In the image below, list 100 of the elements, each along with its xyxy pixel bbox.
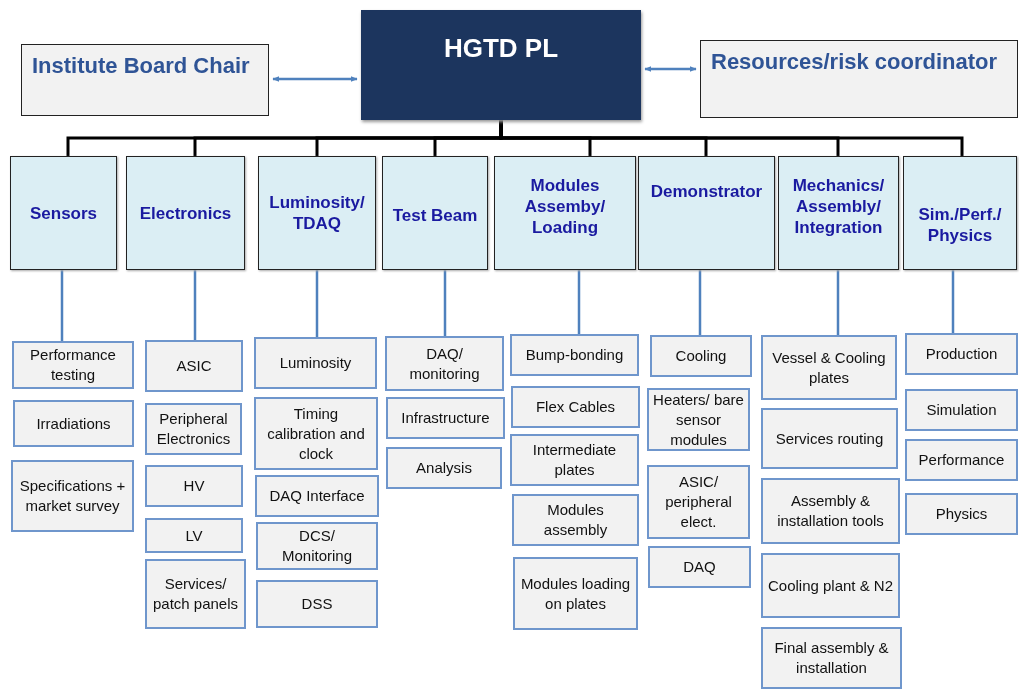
task-box xyxy=(256,522,378,570)
leader-title: HGTD PL xyxy=(443,33,559,64)
connector-line xyxy=(315,270,319,337)
task-box xyxy=(905,333,1018,375)
double-arrow xyxy=(272,76,358,82)
group-header-box xyxy=(258,156,376,270)
group-header-box xyxy=(126,156,245,270)
task-label: Services routing xyxy=(775,428,884,449)
role-title: Institute Board Chair xyxy=(32,53,250,79)
group-header-box xyxy=(382,156,488,270)
group-title: Sim./Perf./ Physics xyxy=(917,204,1003,246)
task-label: Final assembly & installation xyxy=(773,638,890,678)
task-label: Vessel & Cooling plates xyxy=(771,347,887,388)
task-box xyxy=(761,335,897,400)
group-title: Sensors xyxy=(29,202,98,224)
task-label: Simulation xyxy=(926,400,997,420)
task-label: Infrastructure xyxy=(401,408,490,428)
task-label: Performance testing xyxy=(29,345,117,385)
connector-line xyxy=(836,270,840,335)
task-box xyxy=(650,335,752,377)
group-title: Electronics xyxy=(139,202,232,224)
group-header-box xyxy=(638,156,775,270)
group-header-box xyxy=(494,156,636,270)
task-box xyxy=(905,389,1018,431)
task-box xyxy=(513,557,638,630)
double-arrow xyxy=(644,66,697,72)
connector-line xyxy=(698,270,702,335)
task-label: Luminosity xyxy=(279,353,352,373)
task-box xyxy=(386,447,502,489)
task-box xyxy=(385,336,504,391)
task-label: Timing calibration and clock xyxy=(266,403,366,464)
task-label: Cooling xyxy=(675,346,727,366)
connector-line xyxy=(193,270,197,340)
connector-line xyxy=(60,270,64,341)
task-label: Irradiations xyxy=(36,413,111,434)
task-label: Modules assembly xyxy=(542,500,609,540)
task-label: Assembly & installation tools xyxy=(776,491,885,531)
group-title: Modules Assemby/ Loading xyxy=(523,175,607,238)
task-label: Performance xyxy=(918,450,1005,470)
task-box xyxy=(648,546,751,588)
task-box xyxy=(510,334,639,376)
role-title: Resources/risk coordinator xyxy=(711,49,998,75)
leader-box xyxy=(361,10,641,120)
task-label: Modules loading on plates xyxy=(519,573,632,614)
task-label: DAQ Interface xyxy=(269,486,365,506)
task-box xyxy=(512,494,639,546)
task-box xyxy=(11,460,134,532)
task-label: Production xyxy=(925,344,998,364)
task-label: Analysis xyxy=(416,458,472,478)
task-box xyxy=(145,465,243,507)
task-box xyxy=(386,397,505,439)
task-box xyxy=(145,340,243,392)
connector-line xyxy=(951,270,955,333)
task-box xyxy=(145,403,242,455)
task-box xyxy=(510,434,639,486)
task-box xyxy=(905,439,1018,481)
connector-line xyxy=(443,270,447,336)
task-box xyxy=(254,337,377,389)
task-label: Specifications + market survey xyxy=(18,476,127,516)
connector-line xyxy=(577,270,581,334)
task-label: Flex Cables xyxy=(535,397,616,417)
task-label: DSS xyxy=(301,594,333,614)
task-box xyxy=(905,493,1018,535)
task-box xyxy=(761,408,898,469)
task-box xyxy=(145,518,243,553)
task-label: Services/ patch panels xyxy=(151,574,240,614)
group-header-box xyxy=(778,156,899,270)
task-label: DCS/ Monitoring xyxy=(280,526,353,566)
task-label: DAQ/ monitoring xyxy=(408,343,481,384)
task-box xyxy=(761,553,900,618)
task-label: Cooling plant & N2 xyxy=(767,575,894,596)
role-box xyxy=(21,44,269,116)
task-label: Peripheral Electronics xyxy=(155,409,232,449)
task-label: Heaters/ bare sensor modules xyxy=(653,389,744,450)
connector-line xyxy=(499,120,964,156)
group-title: Demonstrator xyxy=(650,181,763,202)
task-label: ASIC xyxy=(176,356,212,376)
task-box xyxy=(761,627,902,689)
role-box xyxy=(700,40,1018,118)
task-box xyxy=(761,478,900,544)
task-label: ASIC/ peripheral elect. xyxy=(664,472,733,532)
task-label: Intermediate plates xyxy=(531,440,618,480)
task-box xyxy=(13,400,134,447)
task-box xyxy=(256,580,378,628)
task-label: HV xyxy=(183,476,205,496)
task-box xyxy=(12,341,134,389)
task-label: LV xyxy=(185,525,203,546)
task-label: DAQ xyxy=(683,557,716,577)
group-header-box xyxy=(903,156,1017,270)
group-title: Luminosity/ TDAQ xyxy=(268,192,366,234)
task-box xyxy=(145,559,246,629)
task-label: Bump-bonding xyxy=(525,345,624,365)
task-box xyxy=(255,475,379,517)
task-box xyxy=(647,465,750,539)
group-title: Test Beam xyxy=(392,205,478,226)
task-label: Physics xyxy=(935,504,988,524)
group-title: Mechanics/ Assembly/ Integration xyxy=(791,175,886,238)
task-box xyxy=(254,397,378,470)
task-box xyxy=(511,386,640,428)
group-header-box xyxy=(10,156,117,270)
